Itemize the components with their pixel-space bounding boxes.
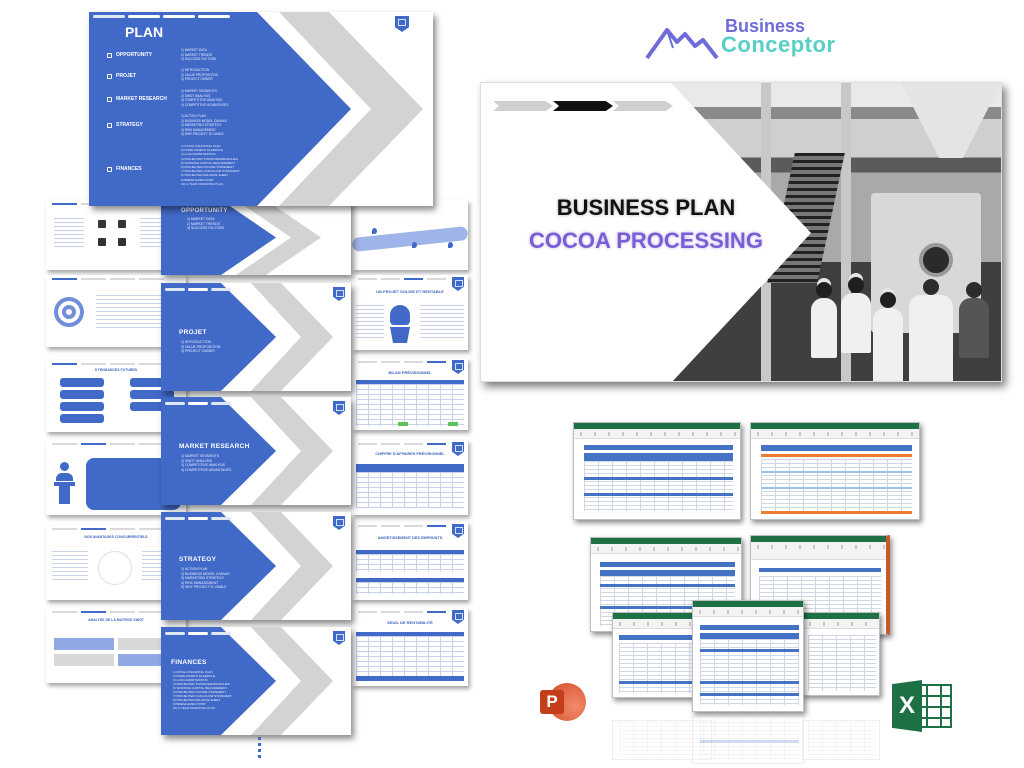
- section-slide-finances[interactable]: FINANCES 1) INITIAL FINANCING PLAN 2) FI…: [161, 627, 351, 735]
- section-title: PROJET: [179, 329, 207, 336]
- doc-slide-right-projet-solide: UN PROJET SOLIDE ET RENTABLE: [352, 275, 468, 350]
- chevron-graphic: [161, 627, 351, 735]
- plan-section-finances[interactable]: FINANCES: [107, 166, 142, 172]
- cover-subtitle: COCOA PROCESSING: [529, 228, 763, 253]
- section-slide-strategy[interactable]: STRATEGY 1) ACTION PLAN 2) BUSINESS MODE…: [161, 512, 351, 620]
- section-items: 1) INTRODUCTION 2) VALUE PROPOSITION 3) …: [181, 340, 221, 354]
- chevron-graphic: [161, 283, 351, 391]
- section-items: 1) MARKET DATA 2) MARKET TRENDS 3) SUCCE…: [187, 217, 225, 231]
- business-conceptor-logo: Business Conceptor: [645, 16, 865, 62]
- section-slide-projet[interactable]: PROJET 1) INTRODUCTION 2) VALUE PROPOSIT…: [161, 283, 351, 391]
- excel-icon: X: [892, 680, 954, 732]
- shield-icon: [333, 401, 345, 415]
- plan-section-projet[interactable]: PROJET: [107, 73, 136, 79]
- checkbox-icon: [107, 52, 112, 58]
- spreadsheet-bilan-right[interactable]: [802, 612, 880, 696]
- shield-icon: [395, 16, 409, 32]
- checkbox-icon: [107, 73, 112, 79]
- doc-slide-right-amortissement: AMORTISSEMENT DES EMPRUNTS: [352, 522, 468, 600]
- continuation-dots: [258, 737, 261, 758]
- plan-section-strategy[interactable]: STRATEGY: [107, 122, 143, 128]
- mountains-icon: [645, 28, 719, 60]
- shield-icon: [333, 287, 345, 301]
- checkbox-icon: [107, 166, 112, 172]
- chevron-graphic: [161, 200, 351, 275]
- cover-progress-arrows: [493, 101, 673, 111]
- spreadsheet-reflection: [802, 720, 880, 760]
- section-items: 1) ACTION PLAN 2) BUSINESS MODEL CANVAS …: [181, 567, 230, 590]
- powerpoint-icon: P: [540, 683, 586, 729]
- spreadsheet-compte-resultat[interactable]: [692, 600, 804, 712]
- section-items: 1) MARKET SEGMENTS 2) SWOT ANALYSIS 3) C…: [181, 454, 232, 472]
- doc-slide-right-bilan: BILAN PRÉVISIONNEL: [352, 358, 468, 430]
- doc-slide-right-roadmap: [352, 200, 468, 270]
- plan-section-opportunity[interactable]: OPPORTUNITY: [107, 52, 152, 58]
- section-title: MARKET RESEARCH: [179, 443, 250, 450]
- chevron-graphic: [161, 512, 351, 620]
- plan-section-market-research[interactable]: MARKET RESEARCH: [107, 96, 167, 102]
- section-slide-market-research[interactable]: MARKET RESEARCH 1) MARKET SEGMENTS 2) SW…: [161, 397, 351, 505]
- plan-slide[interactable]: PLAN OPPORTUNITY 1) MARKET DATA 2) MARKE…: [89, 12, 433, 206]
- plant-pot-icon: [388, 305, 412, 345]
- logo-text-conceptor: Conceptor: [721, 32, 836, 57]
- section-title: FINANCES: [171, 659, 207, 666]
- cover-slide[interactable]: BUSINESS PLAN COCOA PROCESSING: [480, 82, 1002, 382]
- shield-icon: [333, 516, 345, 530]
- spreadsheet-reflection: [692, 716, 804, 764]
- checkbox-icon: [107, 122, 112, 128]
- chevron-graphic: [161, 397, 351, 505]
- spreadsheet-chiffre-affaires[interactable]: [573, 422, 741, 520]
- doc-slide-right-chiffre-affaires: CHIFFRE D'AFFAIRES PRÉVISIONNEL: [352, 440, 468, 515]
- section-title: STRATEGY: [179, 556, 217, 563]
- chevron-graphic: [89, 12, 433, 206]
- spreadsheet-investissements[interactable]: [750, 422, 920, 520]
- doc-slide-right-seuil: SEUIL DE RENTABILITÉ: [352, 608, 468, 686]
- target-icon: [54, 297, 84, 327]
- section-title: OPPORTUNITY: [181, 208, 228, 214]
- shield-icon: [333, 631, 345, 645]
- speaker-podium-icon: [54, 462, 75, 506]
- section-slide-opportunity[interactable]: OPPORTUNITY 1) MARKET DATA 2) MARKET TRE…: [161, 200, 351, 275]
- logo-text-business: Business: [725, 16, 806, 36]
- section-items: 1) INITIAL FINANCING PLAN 2) FIXED ASSET…: [173, 670, 232, 710]
- plan-title: PLAN: [125, 24, 164, 40]
- checkbox-icon: [107, 96, 112, 102]
- cover-title: BUSINESS PLAN: [556, 195, 736, 220]
